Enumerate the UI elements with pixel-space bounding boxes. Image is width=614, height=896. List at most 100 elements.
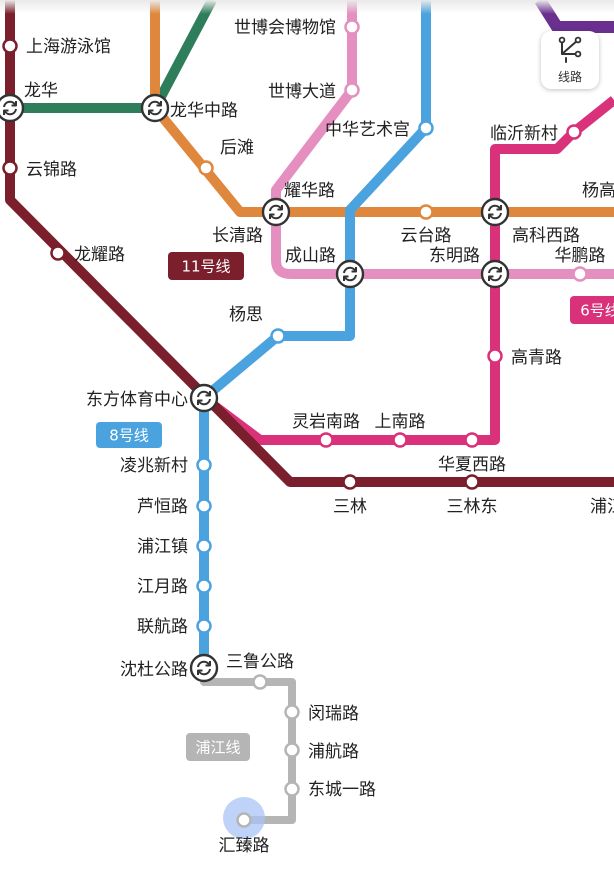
- station-marker[interactable]: [189, 383, 219, 413]
- interchange-icon: [480, 197, 510, 227]
- station-marker[interactable]: [261, 197, 291, 227]
- interchange-icon: [189, 383, 219, 413]
- line-tag-label: 11号线: [181, 258, 230, 276]
- station-label[interactable]: 成山路: [285, 246, 336, 266]
- station-label[interactable]: 龙华: [24, 81, 58, 101]
- line-tag-l11[interactable]: 11号线: [168, 252, 244, 280]
- station-label[interactable]: 高科西路: [512, 226, 580, 246]
- station-marker[interactable]: [140, 93, 170, 123]
- station-label[interactable]: 浦江: [590, 497, 614, 517]
- station-marker[interactable]: [0, 93, 25, 123]
- station-marker[interactable]: [480, 259, 510, 289]
- station-marker[interactable]: [318, 432, 334, 448]
- station-label[interactable]: 华夏西路: [438, 455, 506, 475]
- station-marker[interactable]: [418, 120, 434, 136]
- station-label[interactable]: 东明路: [429, 246, 480, 266]
- station-label[interactable]: 华鹏路: [555, 246, 606, 266]
- station-dot: [270, 328, 286, 344]
- station-label[interactable]: 联航路: [137, 617, 188, 637]
- station-label[interactable]: 东城一路: [308, 780, 376, 800]
- station-dot: [342, 474, 358, 490]
- station-marker[interactable]: [335, 259, 365, 289]
- station-label[interactable]: 高青路: [511, 348, 562, 368]
- stations-layer: [0, 19, 588, 839]
- route-icon: [558, 36, 582, 63]
- line-tag-label: 浦江线: [195, 739, 240, 757]
- station-marker[interactable]: [196, 457, 212, 473]
- station-marker[interactable]: [196, 538, 212, 554]
- station-marker[interactable]: [2, 160, 18, 176]
- station-dot: [284, 704, 300, 720]
- station-marker[interactable]: [566, 124, 582, 140]
- station-label[interactable]: 江月路: [137, 577, 188, 597]
- station-marker[interactable]: [198, 160, 214, 176]
- station-marker[interactable]: [50, 245, 66, 261]
- station-label[interactable]: 上海游泳馆: [26, 37, 111, 57]
- station-label[interactable]: 三林东: [447, 497, 498, 517]
- lines-layer: [5, 0, 614, 824]
- station-marker[interactable]: [252, 674, 268, 690]
- station-label[interactable]: 后滩: [220, 138, 254, 158]
- line-tag-bg: [168, 252, 244, 280]
- station-marker[interactable]: [464, 474, 480, 490]
- station-dot: [236, 812, 252, 828]
- station-label[interactable]: 耀华路: [284, 181, 335, 201]
- route-button[interactable]: 线路: [541, 31, 599, 89]
- station-label[interactable]: 杨高: [582, 181, 614, 201]
- station-label[interactable]: 上南路: [375, 412, 426, 432]
- station-label[interactable]: 汇臻路: [219, 836, 270, 856]
- station-label[interactable]: 闵瑞路: [308, 704, 359, 724]
- station-marker[interactable]: [196, 578, 212, 594]
- station-label[interactable]: 龙耀路: [74, 245, 125, 265]
- station-label[interactable]: 三鲁公路: [226, 652, 294, 672]
- line-tag-pj[interactable]: 浦江线: [186, 733, 250, 761]
- station-label[interactable]: 凌兆新村: [120, 456, 188, 476]
- station-marker[interactable]: [270, 328, 286, 344]
- station-label[interactable]: 中华艺术宫: [325, 120, 410, 140]
- station-label[interactable]: 云锦路: [26, 160, 77, 180]
- station-label[interactable]: 浦江镇: [137, 537, 188, 557]
- station-label[interactable]: 东方体育中心: [86, 390, 188, 410]
- station-label[interactable]: 长清路: [212, 226, 263, 246]
- station-marker[interactable]: [2, 38, 18, 54]
- station-label[interactable]: 三林: [333, 497, 367, 517]
- station-label[interactable]: 云台路: [401, 226, 452, 246]
- station-marker[interactable]: [196, 498, 212, 514]
- station-dot: [196, 578, 212, 594]
- station-label[interactable]: 浦航路: [308, 742, 359, 762]
- station-marker[interactable]: [480, 197, 510, 227]
- station-marker[interactable]: [236, 812, 252, 828]
- station-label[interactable]: 世博会博物馆: [234, 18, 336, 38]
- station-dot: [487, 348, 503, 364]
- station-marker[interactable]: [284, 742, 300, 758]
- station-dot: [464, 432, 480, 448]
- interchange-icon: [140, 93, 170, 123]
- station-label[interactable]: 龙华中路: [170, 101, 238, 121]
- station-dot: [318, 432, 334, 448]
- interchange-icon: [480, 259, 510, 289]
- station-marker[interactable]: [196, 618, 212, 634]
- station-label[interactable]: 灵岩南路: [292, 412, 360, 432]
- station-marker[interactable]: [418, 204, 434, 220]
- station-label[interactable]: 芦恒路: [137, 497, 188, 517]
- station-label[interactable]: 临沂新村: [490, 124, 558, 144]
- station-marker[interactable]: [344, 82, 360, 98]
- line-tag-l6[interactable]: 6号线: [570, 296, 614, 324]
- station-marker[interactable]: [464, 432, 480, 448]
- station-marker[interactable]: [344, 19, 360, 35]
- station-marker[interactable]: [572, 266, 588, 282]
- station-marker[interactable]: [284, 781, 300, 797]
- station-marker[interactable]: [284, 704, 300, 720]
- line-tag-l8[interactable]: 8号线: [96, 422, 162, 448]
- station-label[interactable]: 世博大道: [268, 82, 336, 102]
- station-marker[interactable]: [487, 348, 503, 364]
- station-marker[interactable]: [392, 432, 408, 448]
- station-marker[interactable]: [189, 653, 219, 683]
- station-dot: [284, 781, 300, 797]
- station-label[interactable]: 沈杜公路: [120, 660, 188, 680]
- station-dot: [196, 498, 212, 514]
- station-marker[interactable]: [342, 474, 358, 490]
- station-label[interactable]: 杨思: [229, 305, 263, 325]
